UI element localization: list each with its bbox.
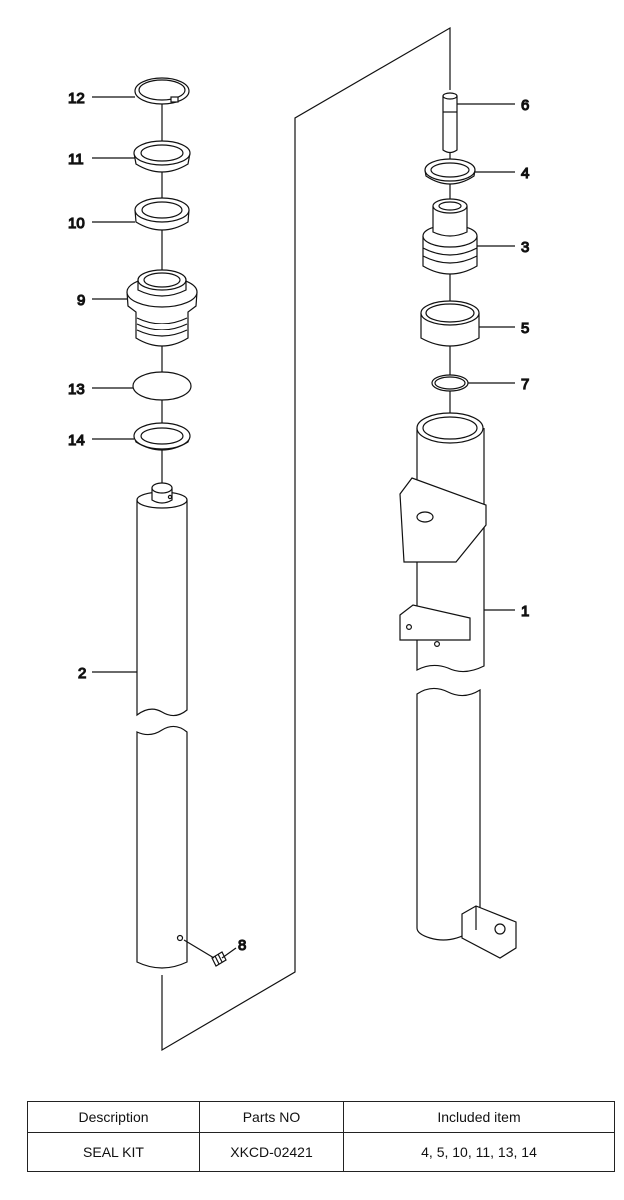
callout-1: 1 [521, 603, 529, 620]
cell-description: SEAL KIT [27, 1132, 200, 1172]
header-description: Description [27, 1101, 200, 1133]
part-4-piston-ring [424, 158, 476, 185]
callout-14: 14 [68, 432, 85, 449]
part-1-cylinder-tube [399, 412, 517, 959]
callout-11: 11 [68, 151, 84, 168]
callout-13: 13 [68, 381, 85, 398]
exploded-parts-diagram: 12 11 10 9 13 14 2 8 6 4 3 5 7 1 [67, 26, 530, 1052]
header-included-item: Included item [343, 1101, 615, 1133]
callout-5: 5 [521, 320, 529, 337]
part-13-o-ring [132, 371, 192, 401]
callout-3: 3 [521, 239, 529, 256]
callout-7: 7 [521, 376, 529, 393]
leader-lines [92, 96, 515, 959]
callout-4: 4 [521, 165, 529, 182]
seal-kit-table: Description Parts NO Included item SEAL … [27, 1101, 615, 1172]
part-5-wear-ring [420, 300, 480, 347]
part-7-snap-ring [431, 374, 469, 392]
table-header-row: Description Parts NO Included item [27, 1101, 615, 1133]
part-6-pin [442, 92, 458, 154]
callout-10: 10 [68, 215, 85, 232]
cell-parts-no: XKCD-02421 [199, 1132, 344, 1172]
assembly-line [161, 26, 451, 1052]
callout-2: 2 [78, 665, 86, 682]
part-2-piston-rod [136, 482, 188, 969]
part-9-rod-cover [126, 269, 198, 347]
callout-8: 8 [238, 937, 246, 954]
callout-9: 9 [77, 292, 85, 309]
callout-12: 12 [68, 90, 85, 107]
table-row: SEAL KIT XKCD-02421 4, 5, 10, 11, 13, 14 [27, 1132, 615, 1172]
part-10-rod-seal [134, 197, 190, 231]
part-3-piston [422, 198, 478, 275]
part-8-set-screw [183, 939, 227, 967]
callout-6: 6 [521, 97, 529, 114]
part-11-wear-ring [133, 140, 191, 173]
part-12-snap-ring [134, 77, 190, 105]
part-14-backup-ring [133, 422, 191, 451]
cell-included-item: 4, 5, 10, 11, 13, 14 [343, 1132, 615, 1172]
header-parts-no: Parts NO [199, 1101, 344, 1133]
